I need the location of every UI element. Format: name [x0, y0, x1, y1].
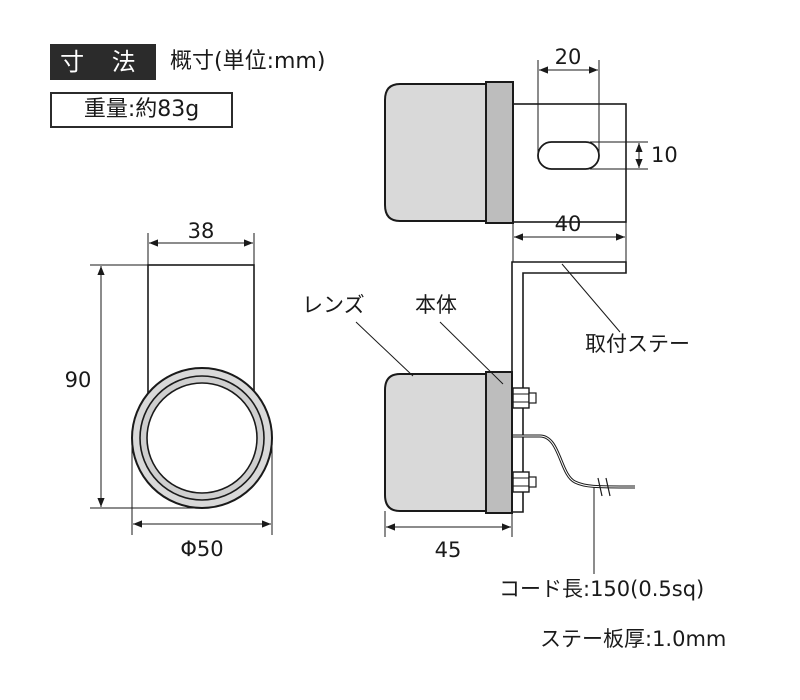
- top-view: 20 10 40: [384, 45, 678, 262]
- front-lens: [146, 382, 258, 494]
- units-note: 概寸(単位:mm): [170, 49, 326, 74]
- side-view: レンズ 本体 取付ステー 45: [302, 261, 690, 574]
- power-cord-inner: [513, 435, 636, 488]
- top-body: [485, 81, 514, 224]
- front-view: 38 90 Φ50: [65, 219, 273, 561]
- side-lens: [384, 373, 487, 512]
- top-lens: [384, 83, 487, 222]
- lens-leader-line: [355, 321, 414, 377]
- cord-break-mark: [597, 477, 603, 497]
- stay-leader-line: [561, 263, 621, 333]
- upper-bolt: [512, 387, 537, 409]
- diameter-dim-label: Φ50: [180, 537, 223, 561]
- body-length-dim-label: 45: [435, 538, 462, 562]
- lower-bolt: [512, 471, 537, 493]
- stay-thickness-note: ステー板厚:1.0mm: [540, 627, 726, 651]
- cord-length-note: コード長:150(0.5sq): [499, 577, 704, 601]
- mounting-slot: [537, 141, 600, 170]
- lens-label: レンズ: [302, 293, 365, 317]
- side-stay-bracket: [511, 261, 627, 513]
- slot-width-dim-label: 20: [555, 45, 582, 69]
- height-dim-label: 90: [65, 368, 92, 392]
- stay-label: 取付ステー: [585, 332, 690, 356]
- slot-height-dim-label: 10: [651, 143, 678, 167]
- body-leader-line: [439, 321, 504, 385]
- section-title-badge: 寸 法: [50, 44, 156, 80]
- side-body: [485, 371, 513, 514]
- width-dim-label: 38: [188, 219, 215, 243]
- stay-length-dim-label: 40: [555, 212, 582, 236]
- top-stay-plate: [512, 103, 627, 223]
- body-label: 本体: [415, 293, 457, 317]
- weight-label: 重量:約83g: [50, 92, 233, 128]
